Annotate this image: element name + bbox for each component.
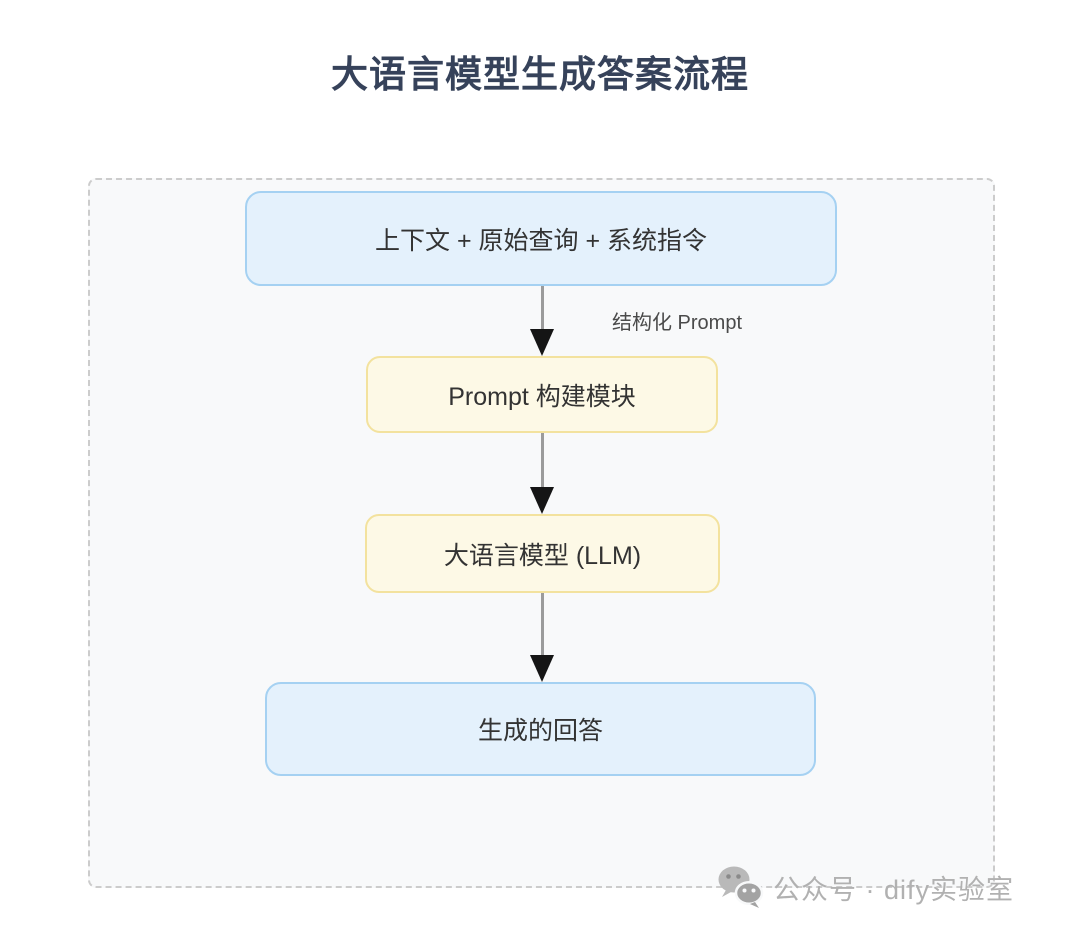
arrow-line <box>540 593 544 655</box>
flow-node-generated-answer: 生成的回答 <box>265 682 816 776</box>
flow-node-context-input: 上下文 + 原始查询 + 系统指令 <box>245 191 837 286</box>
flow-node-prompt-builder: Prompt 构建模块 <box>366 356 718 433</box>
flow-arrow-3 <box>530 593 554 682</box>
wechat-icon <box>718 866 764 908</box>
flow-node-label: 大语言模型 (LLM) <box>443 541 642 570</box>
page-title: 大语言模型生成答案流程 <box>331 54 749 95</box>
flow-node-llm: 大语言模型 (LLM) <box>365 514 720 593</box>
flow-node-label: Prompt 构建模块 <box>448 382 636 411</box>
arrow-line <box>540 286 544 329</box>
flow-node-label: 上下文 + 原始查询 + 系统指令 <box>375 226 707 255</box>
arrow-line <box>540 433 544 487</box>
watermark: 公众号 · dify实验室 <box>714 862 1014 912</box>
watermark-text: 公众号 · dify实验室 <box>773 874 1015 905</box>
arrow-head-icon <box>530 487 554 514</box>
flow-arrow-1 <box>530 286 554 356</box>
flow-node-label: 生成的回答 <box>477 717 603 745</box>
edge-label-structured-prompt: 结构化 Prompt <box>612 312 743 334</box>
arrow-head-icon <box>530 329 554 356</box>
flow-arrow-2 <box>530 433 554 514</box>
arrow-head-icon <box>530 655 554 682</box>
